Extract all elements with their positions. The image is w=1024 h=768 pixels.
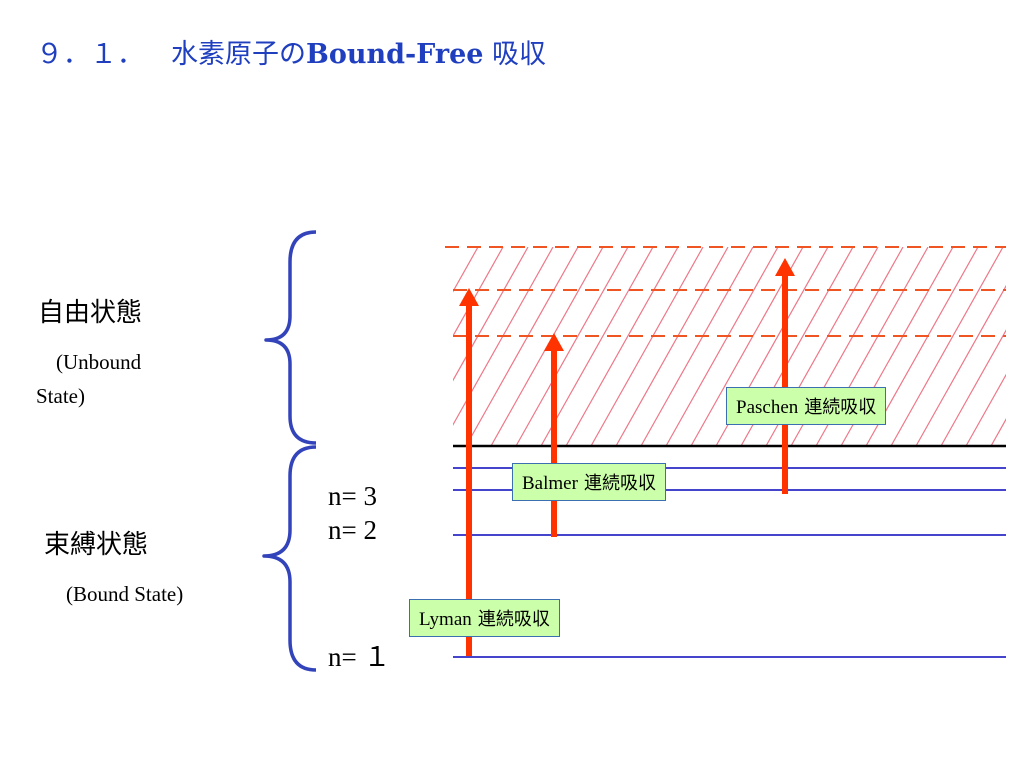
lyman-arrow	[459, 288, 479, 656]
hatch-line	[540, 247, 654, 446]
lyman-continuum-label: 連続吸収	[477, 609, 550, 630]
free-state-brace	[264, 230, 317, 445]
hatch-line	[915, 284, 1006, 446]
hatch-line	[940, 329, 1006, 446]
slide-title: ９．１． 水素原子のBound-Free 吸収	[36, 32, 546, 71]
hatch-line	[990, 418, 1006, 446]
level-label-n2: n= 2	[328, 515, 377, 545]
paschen-arrow	[775, 258, 795, 494]
hatch-line	[453, 247, 454, 249]
level-label-n1: n= １	[328, 642, 391, 672]
hatch-line	[565, 247, 679, 446]
bound-state-label: 束縛状態	[44, 530, 149, 560]
hatch-line	[453, 247, 479, 293]
hatch-line	[453, 247, 554, 426]
paschen-name: Paschen	[736, 397, 799, 418]
level-label-n3: n= 3	[328, 481, 377, 511]
hatch-line	[453, 247, 504, 338]
hatch-line	[590, 247, 704, 446]
title-number: ９．１．	[36, 39, 144, 70]
hatch-line	[890, 247, 1004, 446]
bound-state-english-label: (Bound State)	[66, 582, 184, 606]
free-state-label: 自由状態	[38, 298, 143, 328]
title-english: Bound-Free	[306, 39, 484, 70]
paschen-continuum-label: 連続吸収	[804, 397, 877, 418]
balmer-name: Balmer	[522, 473, 578, 494]
hatch-line	[615, 247, 729, 446]
hatch-line	[465, 247, 579, 446]
free-state-english-label: (Unbound State)	[36, 350, 142, 408]
hatch-line	[965, 373, 1006, 446]
hatch-line	[640, 247, 754, 446]
lyman-name: Lyman	[419, 609, 472, 630]
title-jp-prefix: 水素原子の	[171, 39, 306, 70]
hatch-line	[515, 247, 629, 446]
title-jp-suffix: 吸収	[492, 39, 547, 70]
balmer-arrow	[544, 333, 564, 537]
hatch-line	[665, 247, 779, 446]
hatch-line	[1016, 247, 1024, 446]
continuum-hatch	[453, 247, 1024, 446]
paschen-label-box: Paschen 連続吸収	[726, 387, 887, 425]
balmer-label-box: Balmer 連続吸収	[512, 463, 666, 501]
balmer-continuum-label: 連続吸収	[583, 473, 656, 494]
bound-state-brace	[262, 445, 317, 672]
lyman-label-box: Lyman 連続吸収	[409, 599, 560, 637]
